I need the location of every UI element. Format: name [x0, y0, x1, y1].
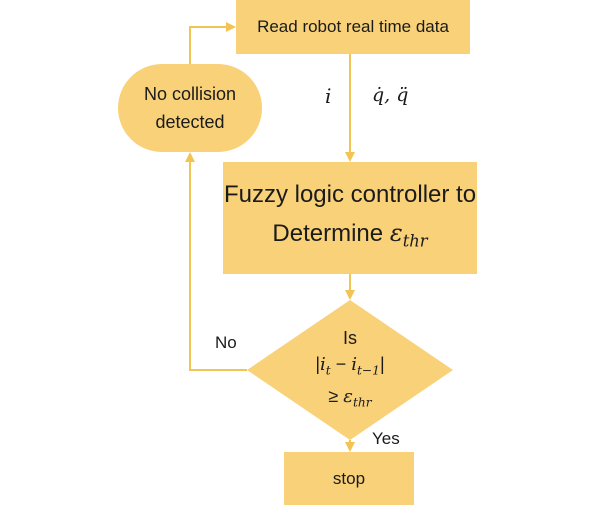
edge-no-collision-to-read [189, 22, 236, 64]
minus-sign: − [330, 353, 352, 374]
abs-open: | [315, 353, 321, 374]
decision-line2: |it − it−1| [315, 351, 384, 383]
decision-diamond [247, 300, 453, 440]
read-data-box: Read robot real time data [236, 0, 470, 54]
no-collision-box: No collision detected [118, 64, 262, 152]
no-collision-line1: No collision [143, 84, 237, 104]
epsilon-symbol: ε [389, 218, 403, 247]
stop-label: stop [332, 468, 366, 488]
decision-line3: ≥ εthr [328, 383, 371, 415]
edge-label-yes: Yes [372, 429, 400, 448]
edge-label-current: i [325, 84, 332, 108]
i-sub-t-1: t−1 [357, 363, 380, 377]
fuzzy-line1: Fuzzy logic controller to [223, 180, 477, 208]
stop-box: stop [284, 452, 414, 505]
decision-line1: Is [342, 327, 357, 348]
i-sub-t: t [325, 363, 331, 377]
decision-epsilon-sub: thr [352, 395, 372, 410]
read-data-label: Read robot real time data [257, 17, 449, 36]
edge-label-no: No [215, 333, 237, 352]
epsilon-subscript: thr [402, 231, 428, 251]
edge-label-joint-velocity-acceleration: q̇, q̈ [372, 84, 409, 106]
no-collision-line2: detected [155, 112, 225, 132]
decision-text: Is |it − it−1| ≥ εthr [262, 316, 438, 424]
geq-sign: ≥ [328, 386, 344, 406]
abs-close: | [379, 353, 385, 374]
fuzzy-line2-prefix: Determine [272, 219, 384, 247]
edge-decision-to-no-collision [185, 152, 247, 371]
i-symbol: i [320, 353, 326, 375]
decision-epsilon: ε [343, 386, 353, 407]
fuzzy-line2: Determine εthr [224, 214, 476, 261]
i-symbol-prev: i [351, 353, 357, 375]
fuzzy-controller-box: Fuzzy logic controller to Determine εthr [223, 162, 477, 274]
